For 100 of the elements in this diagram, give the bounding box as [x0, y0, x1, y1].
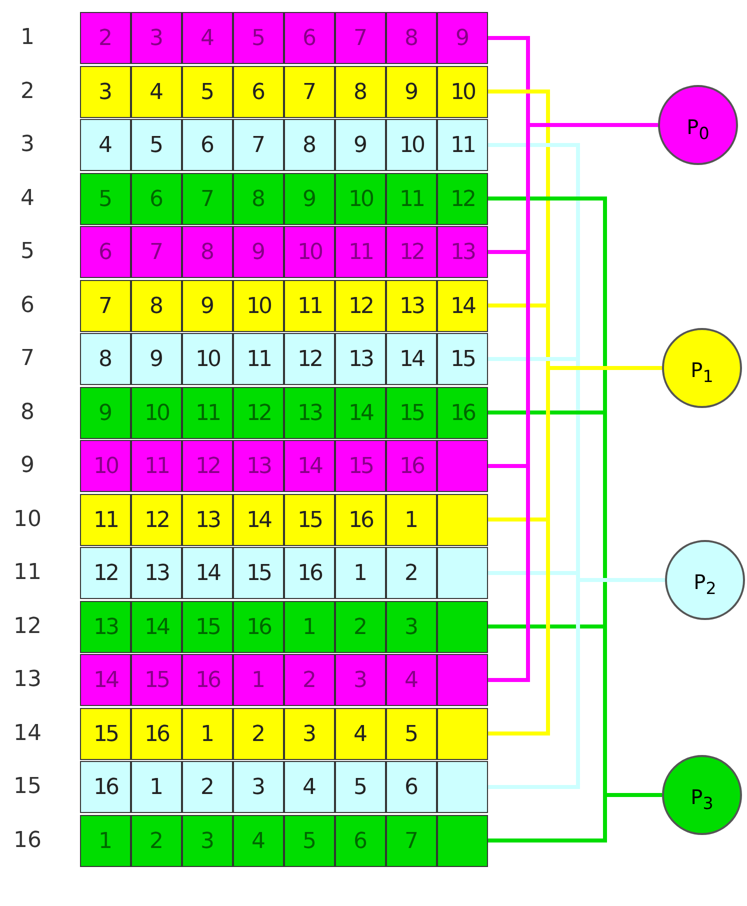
- table-cell: 7: [80, 280, 131, 332]
- table-cell: 5: [80, 172, 131, 224]
- table-cell: 8: [233, 172, 284, 224]
- table-cell: 9: [437, 12, 488, 64]
- table-cell: 15: [131, 654, 182, 706]
- table-cell: 9: [284, 172, 335, 224]
- table-cell: 15: [80, 708, 131, 760]
- table-cell: 7: [233, 119, 284, 171]
- table-cell: 1: [233, 654, 284, 706]
- table-cell: 6: [335, 814, 386, 866]
- table-cell: 4: [80, 119, 131, 171]
- table-cell: 10: [437, 66, 488, 118]
- table-cell: 12: [284, 333, 335, 385]
- table-cell: 6: [80, 226, 131, 278]
- row-number: 16: [12, 826, 42, 854]
- table-cell: 8: [182, 226, 233, 278]
- table-cell: 1: [131, 761, 182, 813]
- table-cell: 4: [386, 654, 437, 706]
- table-cell: 15: [284, 494, 335, 546]
- row-number: 2: [20, 78, 36, 106]
- table-cell: 9: [335, 119, 386, 171]
- table-cell: 2: [335, 600, 386, 652]
- table-cell: 16: [131, 708, 182, 760]
- table-cell: 5: [233, 12, 284, 64]
- table-cell: 13: [182, 494, 233, 546]
- table-cell: 3: [386, 600, 437, 652]
- table-cell: 14: [131, 600, 182, 652]
- table-cell: 16: [80, 761, 131, 813]
- table-cell: 11: [233, 333, 284, 385]
- processor-circle: P$_{3}$: [662, 755, 742, 835]
- table-cell: 12: [335, 280, 386, 332]
- table-cell: 14: [386, 333, 437, 385]
- row-number: 1: [20, 24, 36, 52]
- row-number: 15: [12, 773, 42, 801]
- table-cell: 3: [233, 761, 284, 813]
- table-cell: 1: [80, 814, 131, 866]
- table-cell: 16: [386, 440, 437, 492]
- row-number: 5: [20, 238, 36, 266]
- table-cell: 4: [131, 66, 182, 118]
- row-number: 6: [20, 292, 36, 320]
- table-cell: 6: [182, 119, 233, 171]
- table-cell: 11: [335, 226, 386, 278]
- table-cell: 12: [182, 440, 233, 492]
- table-cell: 8: [284, 119, 335, 171]
- table-cell: 13: [437, 226, 488, 278]
- table-cell: 5: [284, 814, 335, 866]
- table-cell: 3: [80, 66, 131, 118]
- table-cell: 7: [335, 12, 386, 64]
- table-cell: 9: [80, 386, 131, 438]
- table-cell: 12: [80, 547, 131, 599]
- table-cell: 2: [386, 547, 437, 599]
- table-cell: 4: [284, 761, 335, 813]
- table-cell: 3: [131, 12, 182, 64]
- table-cell: 13: [335, 333, 386, 385]
- table-cell: 1: [182, 708, 233, 760]
- connector-line: [488, 578, 665, 789]
- table-cell: 10: [80, 440, 131, 492]
- row-number: 14: [12, 720, 42, 748]
- table-cell: 7: [284, 66, 335, 118]
- table-cell: 7: [182, 172, 233, 224]
- table-cell: 5: [335, 761, 386, 813]
- table-cell: 13: [284, 386, 335, 438]
- table-cell: 14: [437, 280, 488, 332]
- row-number: 10: [12, 506, 42, 534]
- table-cell: 3: [182, 814, 233, 866]
- table-cell: 2: [80, 12, 131, 64]
- row-number: 4: [20, 184, 36, 212]
- table-cell: 11: [437, 119, 488, 171]
- table-cell: 5: [131, 119, 182, 171]
- table-cell: 10: [182, 333, 233, 385]
- table-cell: 15: [182, 600, 233, 652]
- table-cell: 13: [233, 440, 284, 492]
- table-cell: 6: [386, 761, 437, 813]
- table-cell: 1: [386, 494, 437, 546]
- table-cell: 13: [80, 600, 131, 652]
- row-number: 9: [20, 452, 36, 480]
- table-cell: 15: [233, 547, 284, 599]
- table-cell: 12: [437, 172, 488, 224]
- table-cell: 15: [386, 386, 437, 438]
- table-cell: 8: [80, 333, 131, 385]
- table-cell: 8: [131, 280, 182, 332]
- table-cell: 15: [437, 333, 488, 385]
- table-cell: 6: [284, 12, 335, 64]
- table-cell: 5: [182, 66, 233, 118]
- table-cell: 16: [182, 654, 233, 706]
- table-cell: 12: [386, 226, 437, 278]
- table-cell: 14: [80, 654, 131, 706]
- table-cell: 10: [335, 172, 386, 224]
- row-number: 12: [12, 612, 42, 640]
- table-cell: 9: [233, 226, 284, 278]
- table-cell: 13: [386, 280, 437, 332]
- table-cell: 10: [233, 280, 284, 332]
- table-cell: 2: [182, 761, 233, 813]
- table-cell: 11: [386, 172, 437, 224]
- table-cell: 1: [335, 547, 386, 599]
- table-cell: 11: [284, 280, 335, 332]
- processor-circle: P$_{0}$: [658, 85, 738, 165]
- table-cell: 12: [131, 494, 182, 546]
- table-cell: 4: [233, 814, 284, 866]
- processor-circle: P$_{2}$: [665, 540, 745, 620]
